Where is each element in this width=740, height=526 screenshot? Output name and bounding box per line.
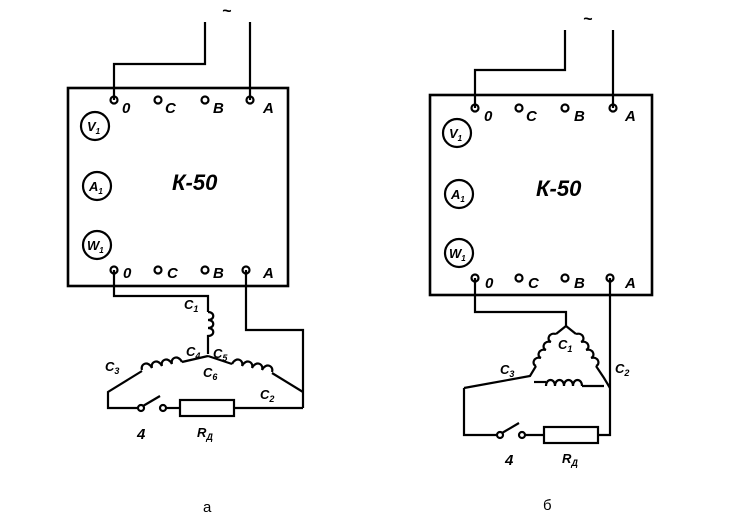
- terminal-bottom-a-b: [200, 265, 210, 275]
- device-label-b: К-50: [536, 176, 582, 201]
- diagram-a: ~ К-50 0 C B A V1 A1 W1: [66, 3, 305, 516]
- meter-label: V1: [449, 126, 463, 143]
- wire-b-left-loop: [462, 388, 497, 437]
- switch-blade-a: [142, 395, 161, 407]
- meter-label: A1: [450, 187, 465, 204]
- voltmeter-b: [441, 117, 473, 149]
- meters-a: V1 A1 W1: [79, 110, 113, 261]
- terminal-top-a-a: [245, 95, 255, 105]
- switch-label-b: 4: [504, 452, 514, 469]
- meter-label: W1: [87, 238, 104, 255]
- coil-label: C2: [260, 387, 274, 404]
- terminal-bottom-a-c: [153, 265, 163, 275]
- coil-c1-b: [544, 378, 584, 387]
- wire-b-delta-left: [463, 365, 537, 390]
- resistor-b: [542, 425, 600, 445]
- terminal-label: 0: [484, 108, 493, 125]
- switch-contact-a: [158, 403, 168, 413]
- coil-label: C3: [500, 362, 514, 379]
- terminal-label: B: [213, 265, 224, 282]
- coil-label: C3: [105, 359, 119, 376]
- terminal-label: A: [624, 275, 636, 292]
- terminal-label: A: [262, 100, 274, 117]
- meters-b: V1 A1 W1: [441, 117, 475, 269]
- terminal-top-b-a: [608, 103, 618, 113]
- terminal-label: 0: [485, 275, 494, 292]
- ammeter-a: [81, 170, 113, 202]
- voltmeter-a: [79, 110, 111, 142]
- wire-a-to-c1: [112, 270, 210, 312]
- terminal-label: B: [213, 100, 224, 117]
- coil-label: C5: [213, 346, 228, 363]
- terminal-top-a-c: [153, 95, 163, 105]
- wire-b-delta-right-top: [565, 325, 577, 335]
- terminal-top-a-0: [109, 95, 119, 105]
- terminal-label: A: [262, 265, 274, 282]
- resistor-label-b: RД: [562, 451, 578, 468]
- meter-label: W1: [449, 246, 466, 263]
- terminal-label: A: [624, 108, 636, 125]
- wire-a-left: [181, 354, 209, 364]
- coil-c3-a: [140, 356, 183, 371]
- switch-blade-b: [501, 422, 520, 434]
- terminal-top-b-0: [470, 103, 480, 113]
- terminal-label: C: [528, 275, 540, 292]
- terminal-label: C: [526, 108, 538, 125]
- terminal-top-b-c: [514, 103, 524, 113]
- terminal-top-b-b: [560, 103, 570, 113]
- wire-a-right: [207, 354, 233, 366]
- coil-c2-a: [231, 358, 274, 373]
- supply-lead-a-0: [112, 22, 207, 100]
- switch-label-a: 4: [136, 426, 146, 443]
- ammeter-b: [443, 178, 475, 210]
- wattmeter-b: [443, 237, 475, 269]
- coil-label: C1: [184, 297, 198, 314]
- wire-b-to-delta: [473, 278, 568, 326]
- wire-a-c3-switch: [106, 370, 143, 410]
- coil-label: C4: [186, 344, 200, 361]
- wire-a-c2: [271, 372, 304, 393]
- coil-c3-b: [532, 332, 557, 368]
- resistor-a: [178, 398, 236, 418]
- wire-b-delta-left-top: [555, 325, 567, 335]
- meter-label: V1: [87, 119, 101, 136]
- terminal-label: 0: [123, 265, 132, 282]
- terminal-top-a-b: [200, 95, 210, 105]
- device-box-b: [428, 93, 654, 297]
- supply-lead-b-0: [473, 30, 567, 108]
- caption-a: а: [203, 499, 212, 516]
- coil-label: C1: [558, 337, 572, 354]
- coil-c2-b: [575, 332, 600, 368]
- terminal-bottom-b-c: [514, 273, 524, 283]
- terminal-label: B: [574, 275, 585, 292]
- terminals-bottom-b: 0 C B A: [470, 273, 636, 292]
- wire-b-phase: [597, 278, 612, 437]
- supply-symbol-a: ~: [222, 3, 232, 20]
- wire-b-delta-right: [595, 365, 611, 389]
- terminals-bottom-a: 0 C B A: [109, 265, 274, 282]
- device-box-a: [66, 86, 290, 288]
- switch-contact-a: [136, 403, 146, 413]
- terminals-top-a: 0 C B A: [109, 95, 274, 117]
- wire-a-phase: [244, 270, 305, 408]
- switch-contact-b: [517, 430, 527, 440]
- terminal-label: 0: [122, 100, 131, 117]
- supply-symbol-b: ~: [583, 11, 593, 28]
- caption-b: б: [543, 497, 552, 514]
- terminal-label: C: [167, 265, 179, 282]
- meter-label: A1: [88, 179, 103, 196]
- resistor-label-a: RД: [197, 425, 213, 442]
- terminal-label: C: [165, 100, 177, 117]
- wattmeter-a: [81, 229, 113, 261]
- diagram-b: ~ К-50 0 C B A V1 A1 W1 0: [428, 11, 654, 514]
- device-label-a: К-50: [172, 170, 218, 195]
- switch-contact-b: [495, 430, 505, 440]
- terminals-top-b: 0 C B A: [470, 103, 636, 125]
- coil-label: C2: [615, 361, 629, 378]
- coil-label: C6: [203, 365, 218, 382]
- coil-c1-a: [206, 310, 215, 342]
- terminal-bottom-b-b: [560, 273, 570, 283]
- terminal-label: B: [574, 108, 585, 125]
